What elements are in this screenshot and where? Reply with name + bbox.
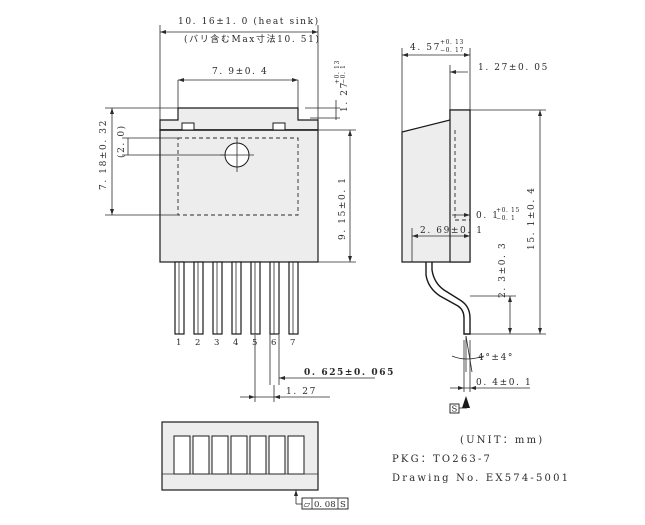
lead-4 xyxy=(231,261,242,335)
exposed-pad-outline xyxy=(177,137,299,216)
body-height-label: 9. 15±0. 1 xyxy=(338,176,348,240)
tab-offset-tol-minus: −0. 1 xyxy=(340,65,347,84)
lead-length-label: 2. 3±0. 3 xyxy=(498,242,508,298)
hole-offset-label: (2. 0) xyxy=(116,124,127,158)
lead-offset-label: 2. 69±0. 1 xyxy=(420,226,484,236)
pin-number-7: 7 xyxy=(290,338,295,348)
lead-2 xyxy=(193,261,204,335)
drawing-info: (UNIT：mm) PKG：TO263-7 Drawing No. EX574-… xyxy=(392,435,570,484)
lead-1 xyxy=(174,261,185,335)
thickness-tol-minus: −0. 17 xyxy=(440,47,464,54)
datum-triangle-icon xyxy=(462,396,470,408)
tab-offset-tol-plus: +0. 13 xyxy=(334,60,341,84)
thickness-tol-plus: +0. 13 xyxy=(440,39,464,46)
flatness-frame xyxy=(301,497,349,510)
lead-7 xyxy=(288,261,299,335)
pin-number-6: 6 xyxy=(271,338,276,348)
overall-height-label: 7. 18±0. 32 xyxy=(99,119,109,190)
tab-offset-label: 1. 27 xyxy=(340,81,350,112)
standoff-tol-minus: −0. 1 xyxy=(496,215,515,222)
bottom-view: ▱ 0. 08 S xyxy=(161,421,349,510)
side-view: 4. 57 +0. 13 −0. 17 1. 27±0. 05 0. 1 +0.… xyxy=(401,39,549,415)
package-label: PKG：TO263-7 xyxy=(392,454,492,465)
angle-label: 4°±4° xyxy=(478,353,514,363)
pin-number-2: 2 xyxy=(195,338,200,348)
burr-max-note: (バリ含むMax寸法10. 51) xyxy=(184,33,321,45)
standoff-label: 0. 1 xyxy=(476,211,500,221)
lead-width-label: 0. 625±0. 065 xyxy=(304,368,395,378)
lead-3 xyxy=(212,261,223,335)
tab-width-label: 7. 9±0. 4 xyxy=(212,67,268,77)
front-view: 10. 16±1. 0 (heat sink) (バリ含むMax寸法10. 51… xyxy=(99,16,395,402)
heat-sink-width-label: 10. 16±1. 0 (heat sink) xyxy=(178,16,320,27)
unit-label: (UNIT：mm) xyxy=(460,435,544,446)
pin-number-1: 1 xyxy=(176,338,181,348)
tab-thickness-label: 1. 27±0. 05 xyxy=(478,63,549,73)
standoff-tol-plus: +0. 15 xyxy=(496,207,520,214)
pin-number-3: 3 xyxy=(214,338,219,348)
pin-number-4: 4 xyxy=(233,338,238,348)
lead-thickness-label: 0. 4±0. 1 xyxy=(476,378,532,388)
thickness-label: 4. 57 xyxy=(410,43,441,53)
total-height-label: 15. 1±0. 4 xyxy=(527,186,537,250)
flatness-symbol-icon: ▱ xyxy=(304,500,311,510)
side-lead xyxy=(425,262,471,335)
side-heat-sink xyxy=(449,109,471,263)
lead-6 xyxy=(269,261,280,335)
datum-s-label: S xyxy=(452,405,458,415)
flatness-datum: S xyxy=(340,500,346,510)
drawing-number: Drawing No. EX574-5001 xyxy=(392,473,570,484)
lead-pitch-label: 1. 27 xyxy=(286,387,317,397)
lead-5 xyxy=(250,261,261,335)
leads xyxy=(174,261,299,335)
datum-s-box xyxy=(449,403,460,414)
flatness-value: 0. 08 xyxy=(314,500,336,510)
